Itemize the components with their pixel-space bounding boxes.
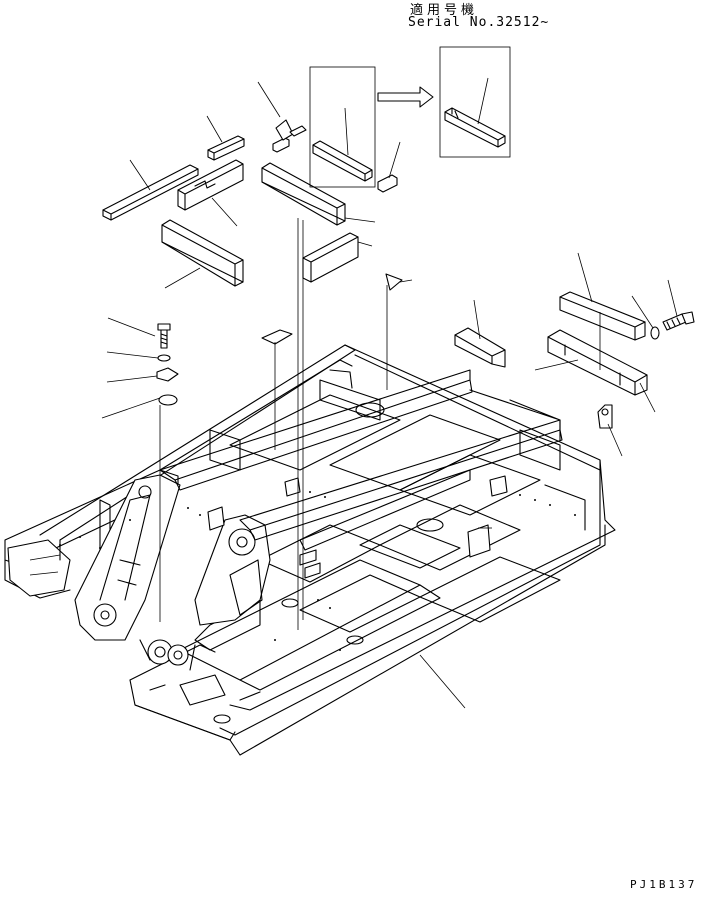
old-part-box [309,66,376,188]
serial-number-label: Serial No.32512~ [408,15,550,30]
frame-hole-dots [59,491,576,651]
applicable-serial-heading: 適用号機 [410,3,479,18]
exploded-parts [102,46,695,429]
right-bar-part [559,291,646,341]
slab-center-part [261,162,346,222]
stopper-plate-part [454,327,506,368]
slab-left-part [161,219,244,283]
revolving-frame [4,344,616,756]
callout-leader-lines [101,77,678,709]
bolt-left-part [156,323,179,406]
new-part-box [439,46,511,158]
bolt-right-part [650,311,695,340]
drawing-code: PJ1B137 [630,878,698,891]
right-arrow-icon [377,86,434,108]
